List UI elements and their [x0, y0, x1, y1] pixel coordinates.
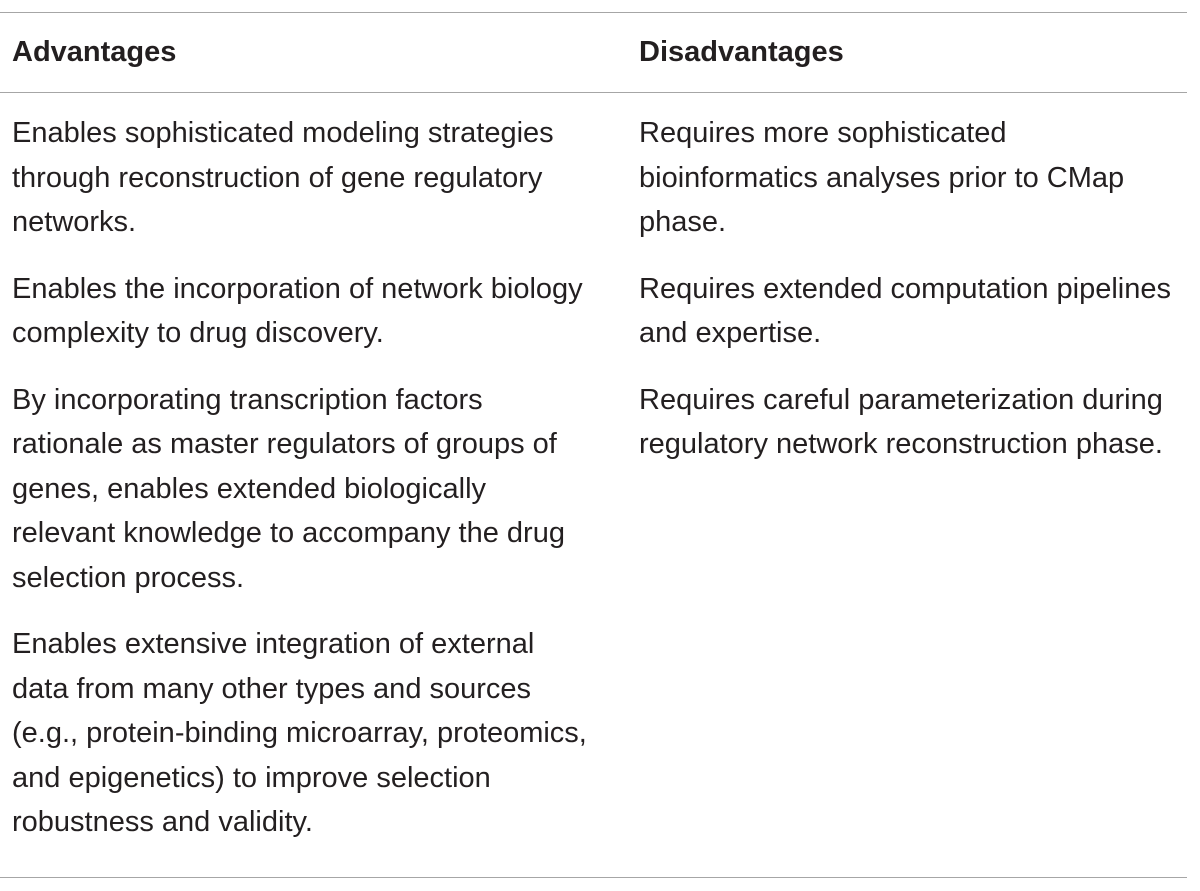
table-top-rule [0, 12, 1187, 13]
disadvantage-cell: Requires careful parameterization during… [639, 383, 1163, 461]
header-advantages: Advantages [12, 36, 177, 68]
advantage-cell: Enables sophisticated modeling strategie… [12, 117, 554, 238]
disadvantage-cell: Requires extended computation pipelines … [639, 272, 1172, 350]
table-row: Enables sophisticated modeling strategie… [0, 93, 1187, 245]
table-header-row: Advantages Disadvantages [0, 12, 1187, 92]
advantage-cell: By incorporating transcription factors r… [12, 383, 565, 594]
table-row: Enables extensive integration of externa… [0, 600, 1187, 845]
advantage-cell: Enables the incorporation of network bio… [12, 272, 583, 350]
advantage-cell: Enables extensive integration of externa… [12, 628, 587, 838]
disadvantage-cell: Requires more sophisticated bioinformati… [639, 117, 1125, 238]
table-row: By incorporating transcription factors r… [0, 356, 1187, 601]
table-body: Enables sophisticated modeling strategie… [0, 93, 1187, 845]
table-header-rule [0, 92, 1187, 93]
table-row: Enables the incorporation of network bio… [0, 245, 1187, 356]
table-bottom-rule [0, 877, 1187, 878]
header-disadvantages: Disadvantages [639, 36, 844, 68]
